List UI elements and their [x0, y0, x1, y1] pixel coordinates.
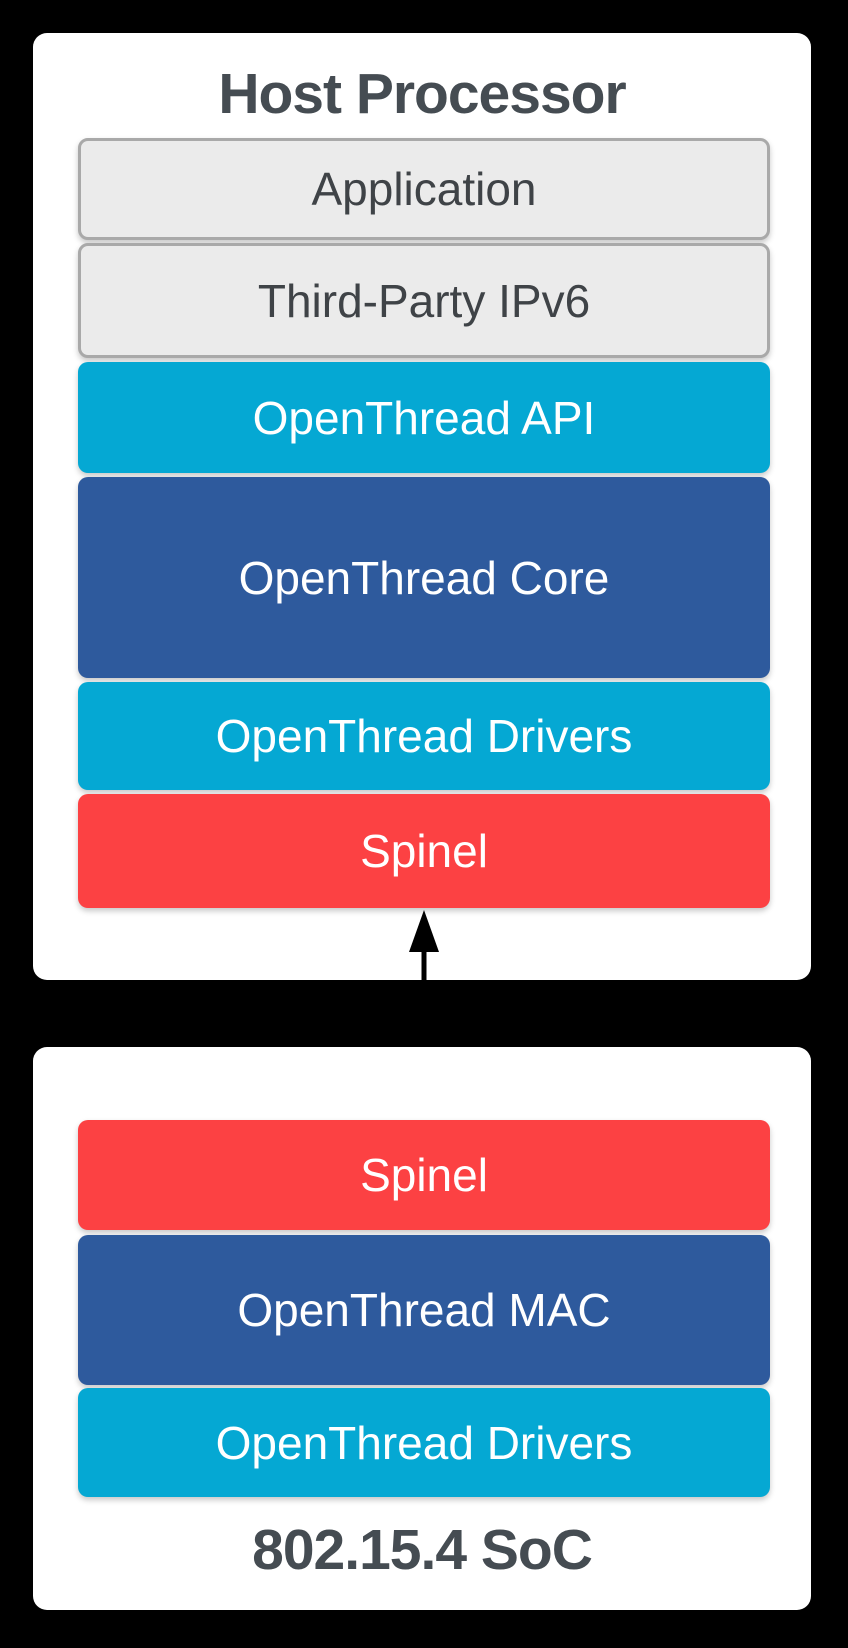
soc-panel: Spinel OpenThread MAC OpenThread Drivers…	[33, 1047, 811, 1610]
layer-openthread-core: OpenThread Core	[78, 477, 770, 678]
layer-spinel-host: Spinel	[78, 794, 770, 908]
host-processor-panel: Host Processor Application Third-Party I…	[33, 33, 811, 980]
layer-third-party-ipv6: Third-Party IPv6	[78, 243, 770, 358]
layer-spinel-soc: Spinel	[78, 1120, 770, 1230]
layer-application: Application	[78, 138, 770, 240]
layer-openthread-drivers-soc: OpenThread Drivers	[78, 1388, 770, 1497]
host-processor-title: Host Processor	[218, 62, 626, 126]
soc-title: 802.15.4 SoC	[252, 1518, 593, 1582]
layer-openthread-drivers-host: OpenThread Drivers	[78, 682, 770, 790]
layer-openthread-mac: OpenThread MAC	[78, 1235, 770, 1385]
layer-openthread-api: OpenThread API	[78, 362, 770, 473]
